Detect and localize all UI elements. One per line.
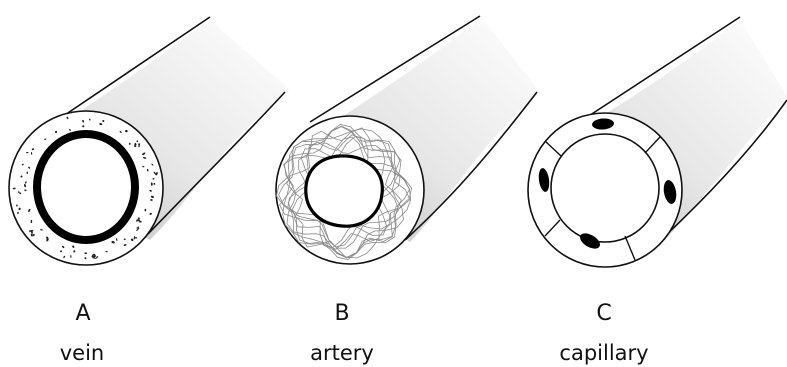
- vein-lumen: [37, 134, 135, 240]
- capillary-inner-wall: [551, 134, 659, 242]
- artery-illustration: [276, 16, 540, 264]
- vein-letter-label: A: [75, 303, 90, 325]
- capillary-letter-label: C: [596, 303, 611, 325]
- capillary-illustration: [528, 17, 787, 267]
- artery-name-label: artery: [310, 343, 374, 364]
- capillary-name-label: capillary: [559, 343, 648, 364]
- vein-illustration: [9, 17, 290, 265]
- artery-lumen: [306, 156, 383, 226]
- vein-wall-dot: [70, 255, 71, 258]
- vein-wall-dot: [26, 152, 29, 153]
- vein-name-label: vein: [60, 343, 105, 364]
- artery-letter-label: B: [334, 303, 349, 325]
